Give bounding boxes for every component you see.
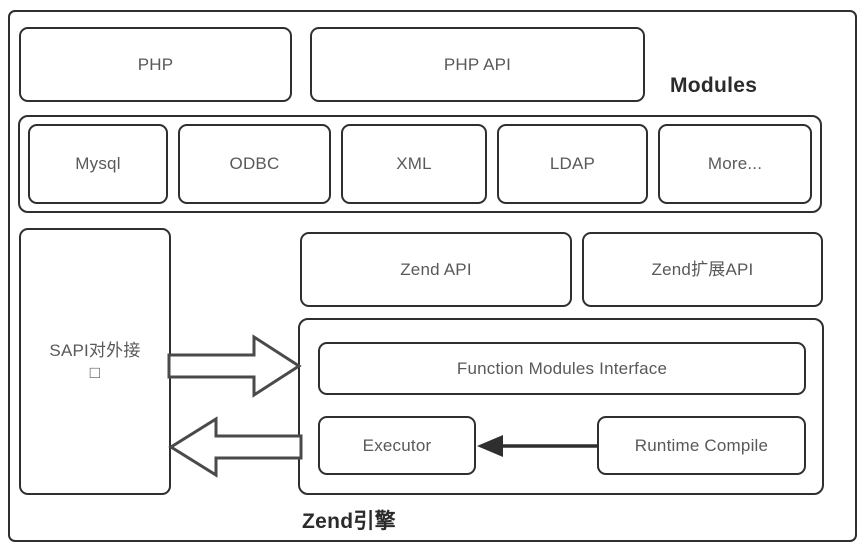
box-module-mysql-label: Mysql	[75, 154, 121, 174]
zend-engine-section-label: Zend引擎	[302, 510, 396, 533]
box-executor-label: Executor	[362, 435, 432, 455]
box-sapi-label-line2: □	[89, 362, 101, 382]
box-module-mysql[interactable]: Mysql	[28, 124, 168, 204]
modules-section-label: Modules	[670, 74, 758, 97]
box-module-odbc[interactable]: ODBC	[178, 124, 331, 204]
box-module-ldap[interactable]: LDAP	[497, 124, 648, 204]
box-php[interactable]: PHP	[19, 27, 292, 102]
arrow-runtime-compile-to-executor-icon	[477, 435, 598, 457]
box-module-xml-label: XML	[396, 154, 432, 174]
box-zend-ext-api[interactable]: Zend扩展API	[582, 232, 823, 307]
box-function-modules-interface[interactable]: Function Modules Interface	[318, 342, 806, 395]
arrow-engine-to-sapi-icon	[168, 416, 303, 478]
box-module-odbc-label: ODBC	[229, 154, 280, 174]
box-zend-api-label: Zend API	[400, 259, 472, 279]
box-php-label: PHP	[137, 54, 174, 74]
box-php-api[interactable]: PHP API	[310, 27, 645, 102]
box-zend-api[interactable]: Zend API	[300, 232, 572, 307]
box-runtime-compile-label: Runtime Compile	[634, 435, 769, 455]
box-module-more[interactable]: More...	[658, 124, 812, 204]
box-module-ldap-label: LDAP	[549, 154, 596, 174]
box-sapi-label-line1: SAPI对外接	[49, 341, 141, 361]
box-module-more-label: More...	[707, 154, 763, 174]
box-php-api-label: PHP API	[443, 54, 512, 74]
box-function-modules-interface-label: Function Modules Interface	[456, 358, 668, 378]
box-sapi[interactable]: SAPI对外接 □	[19, 228, 171, 495]
box-zend-ext-api-label: Zend扩展API	[651, 259, 754, 279]
box-runtime-compile[interactable]: Runtime Compile	[597, 416, 806, 475]
arrow-sapi-to-engine-icon	[167, 334, 302, 398]
box-executor[interactable]: Executor	[318, 416, 476, 475]
box-module-xml[interactable]: XML	[341, 124, 487, 204]
